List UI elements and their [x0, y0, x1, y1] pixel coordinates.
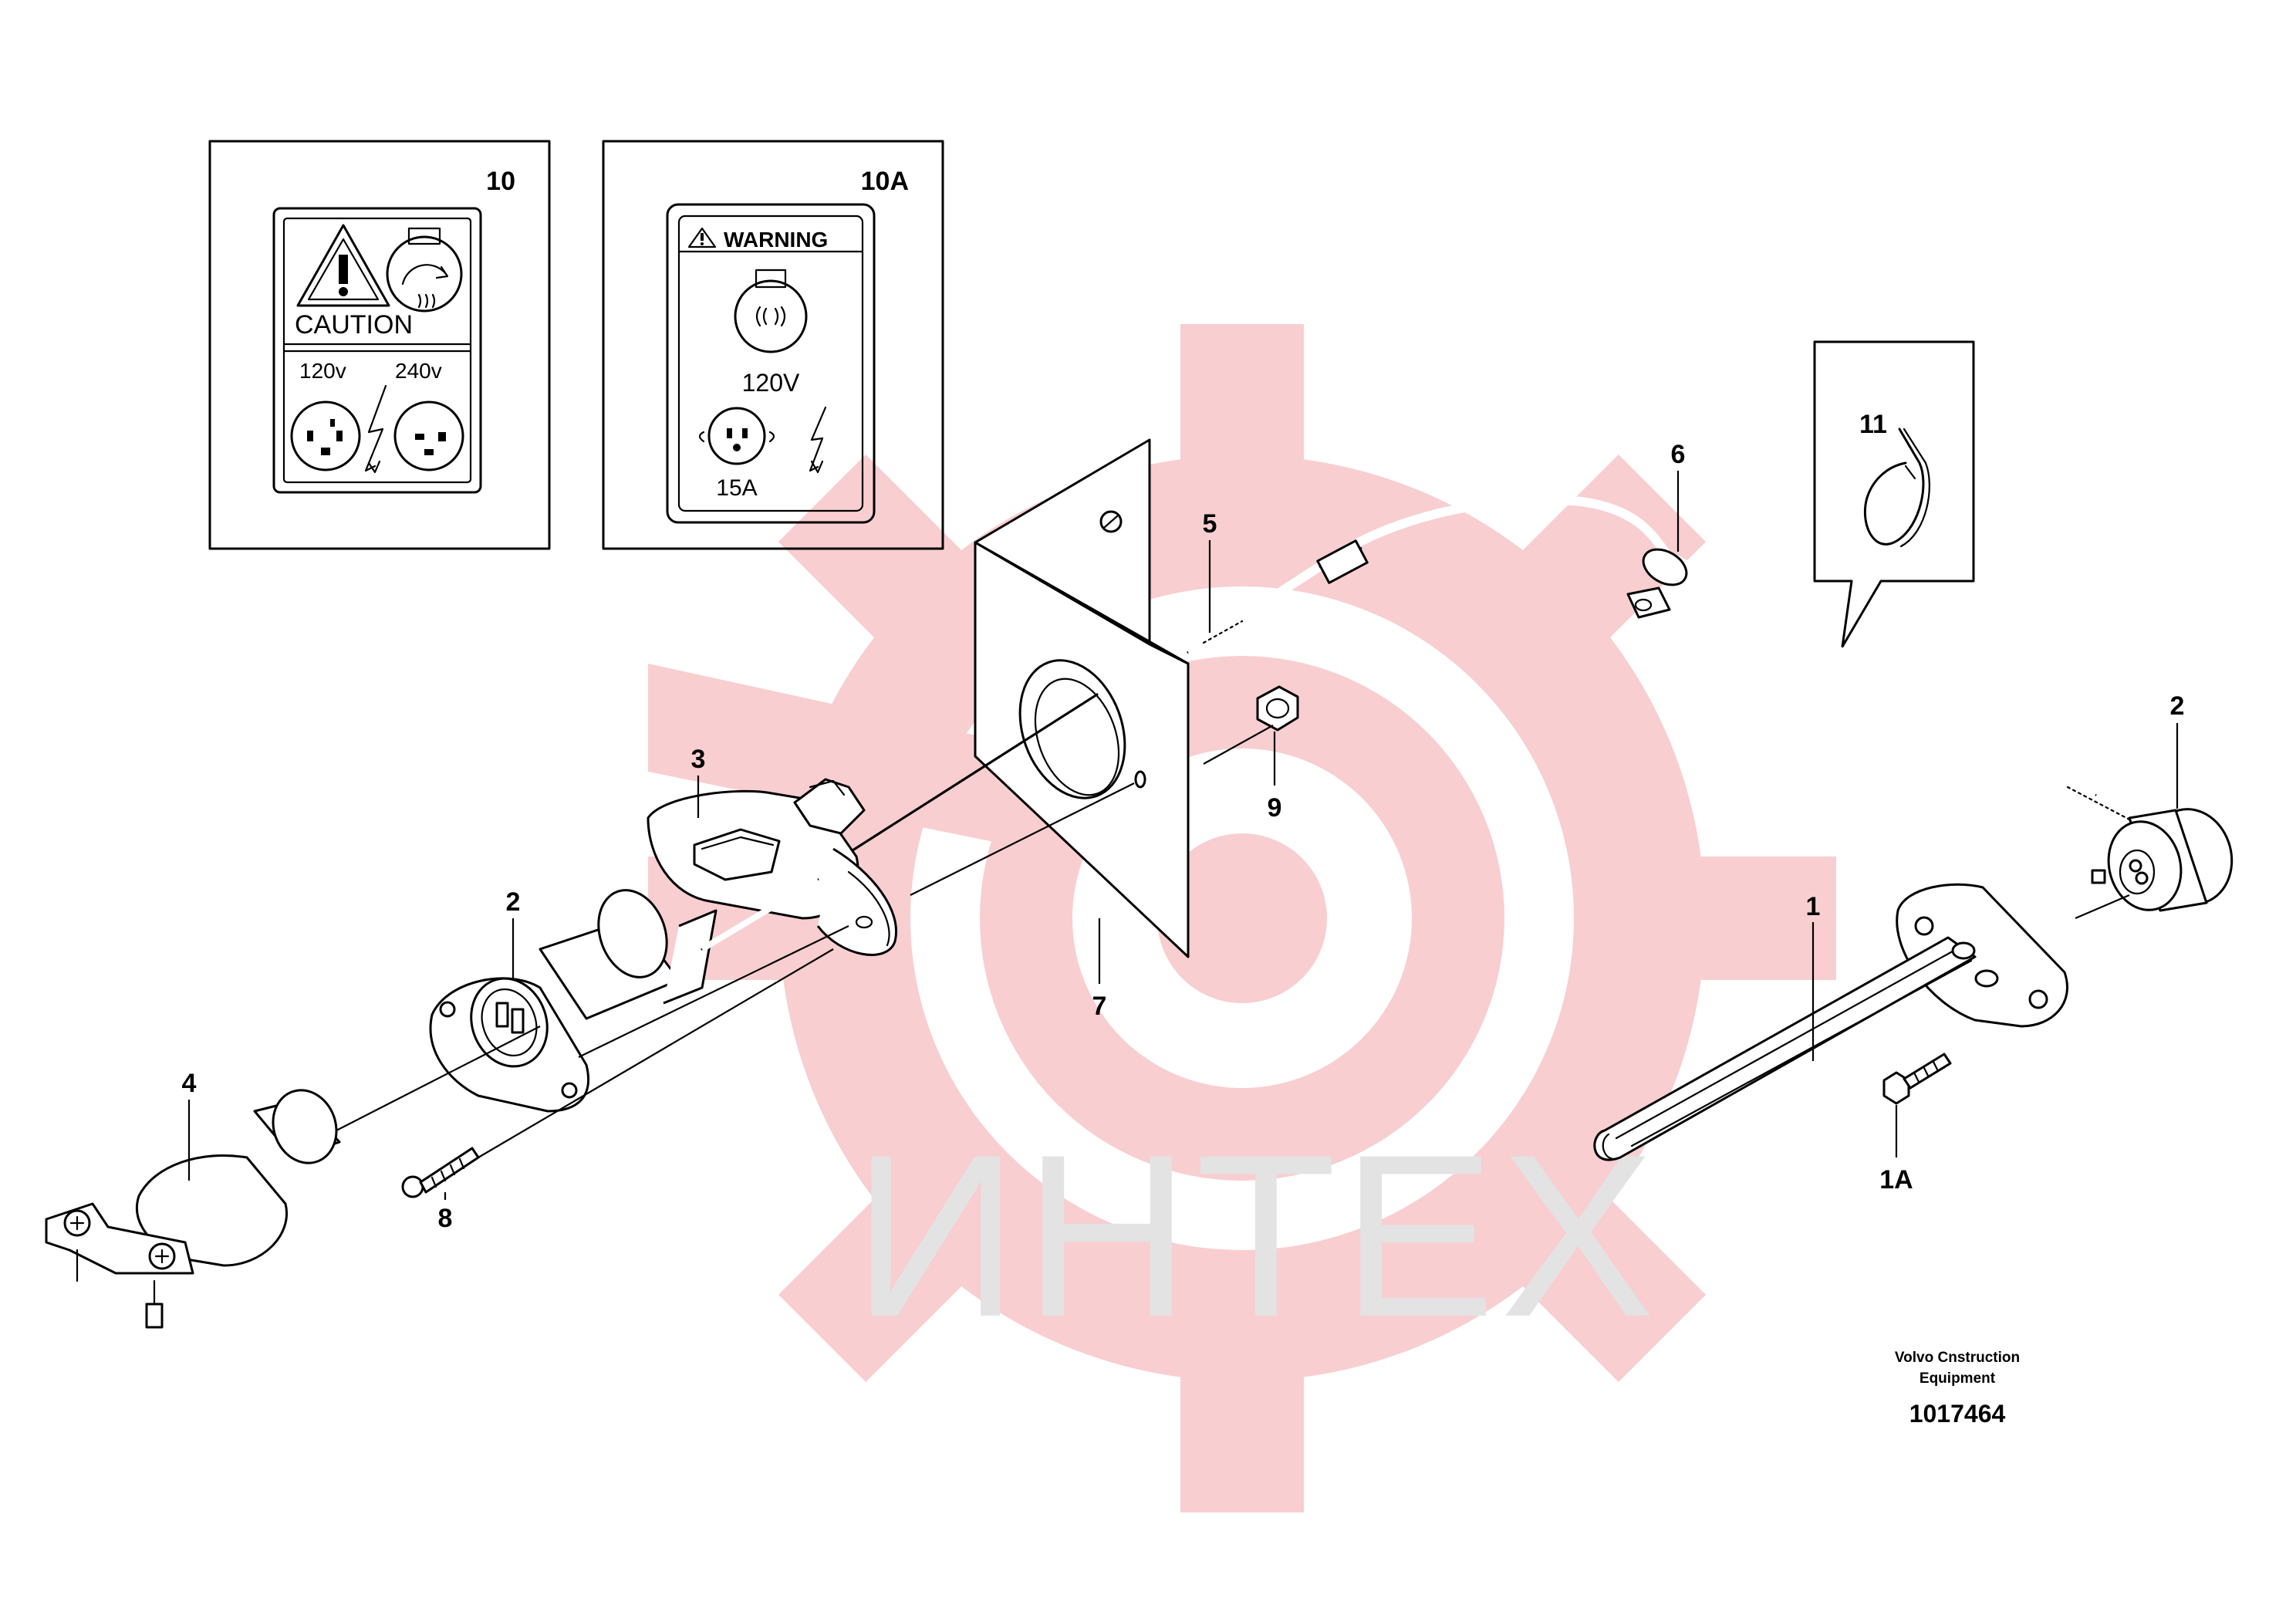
- heater-plug-icon: [386, 227, 463, 313]
- warning-voltage: 120V: [742, 369, 800, 397]
- callout-1a: 1A: [1879, 1165, 1913, 1195]
- watermark-text: ИНТЕХ: [853, 1106, 1660, 1365]
- inlet-receptacle-right: [2091, 808, 2234, 912]
- inset-10a: 10A WARNING 120V: [602, 140, 944, 550]
- outlet-120v-icon: [290, 400, 361, 471]
- cord-connector: [45, 1089, 341, 1329]
- warning-heading: WARNING: [724, 228, 828, 252]
- inset-10: 10 CAUTION 120v 240v: [208, 140, 551, 550]
- bolt-8: [401, 1147, 480, 1198]
- lightning-icon: [809, 406, 827, 474]
- nut: [1203, 685, 1299, 765]
- inset-10a-label: 10A: [861, 167, 909, 196]
- outlet-icon: [698, 407, 775, 465]
- footer: Volvo Cnstruction Equipment 1017464: [1895, 1350, 2020, 1428]
- lightning-icon: [364, 384, 387, 474]
- cable-assembly: [815, 495, 2131, 875]
- caution-voltage-right: 240v: [395, 359, 442, 383]
- mounting-plate: [974, 438, 1190, 958]
- warning-triangle-icon: [296, 224, 390, 307]
- warning-decal: WARNING 120V 15A: [666, 203, 876, 524]
- inset-10-label: 10: [486, 167, 515, 196]
- callout-9: 9: [1268, 793, 1282, 823]
- callout-8: 8: [438, 1204, 453, 1233]
- callouts: 1 1A 2 2 3 4 5 6 7 8 9: [182, 440, 2185, 1233]
- callout-3: 3: [691, 745, 706, 774]
- heating-element: [1593, 883, 2068, 1161]
- callout-5: 5: [1203, 509, 1217, 539]
- caution-voltage-left: 120v: [299, 359, 346, 383]
- callout-7: 7: [1092, 992, 1107, 1021]
- callout-4: 4: [182, 1069, 197, 1098]
- bolt-1a: [1882, 1053, 1952, 1105]
- callout-1: 1: [1806, 892, 1821, 921]
- caution-heading: CAUTION: [295, 310, 413, 340]
- heater-plug-icon: [734, 269, 808, 353]
- callout-2-right: 2: [2170, 691, 2185, 721]
- callout-2-left: 2: [506, 887, 521, 917]
- inset-11-label: 11: [1859, 410, 1887, 439]
- diagram-id: 1017464: [1909, 1400, 2006, 1428]
- cable-tie-icon: [1863, 427, 1930, 548]
- caution-decal: CAUTION 120v 240v: [272, 207, 482, 494]
- clamp: [1626, 548, 1688, 619]
- inset-11: 11: [1813, 340, 1975, 648]
- callout-6: 6: [1671, 440, 1686, 469]
- maker-line-1: Volvo Cnstruction: [1895, 1350, 2020, 1366]
- warning-triangle-icon: [687, 227, 717, 248]
- leader-lines: [187, 471, 2179, 1200]
- inlet-receptacle-left: [429, 877, 820, 1113]
- warning-amperage: 15A: [716, 475, 757, 501]
- maker-line-2: Equipment: [1920, 1370, 1996, 1387]
- outlet-240v-icon: [393, 400, 464, 471]
